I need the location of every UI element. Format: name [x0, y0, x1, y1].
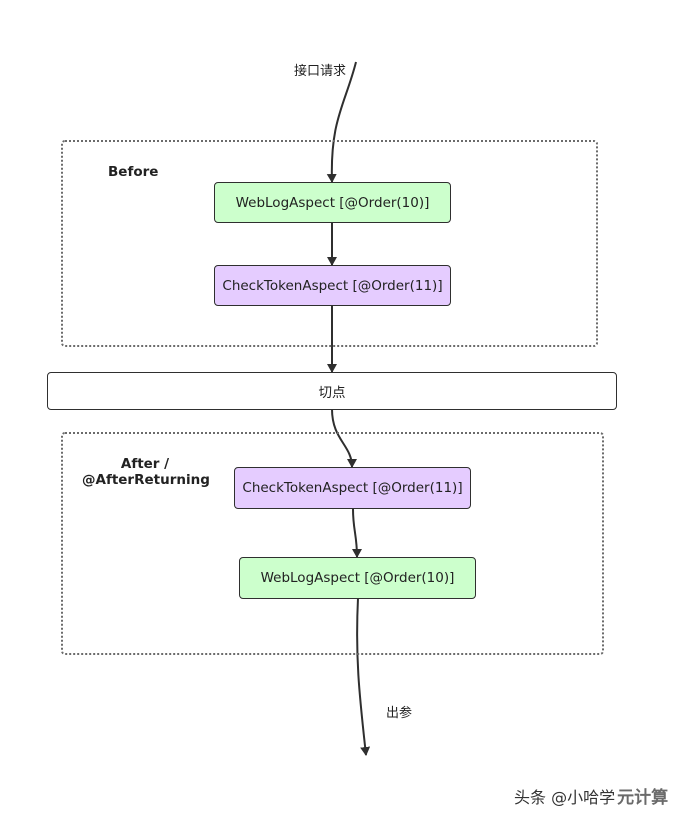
- pointcut-node[interactable]: 切点: [47, 372, 617, 410]
- edge-request-to-weblog: [326, 61, 357, 183]
- after-checktoken-aspect-node[interactable]: CheckTokenAspect [@Order(11)]: [234, 467, 471, 509]
- before-group-label: Before: [108, 164, 159, 180]
- watermark-brand: 元计算: [617, 788, 669, 808]
- after-weblog-aspect-node[interactable]: WebLogAspect [@Order(10)]: [239, 557, 476, 599]
- before-group: [61, 140, 598, 347]
- request-label: 接口请求: [294, 64, 347, 79]
- edge-weblog-to-output: [356, 597, 371, 756]
- edge-checktoken-to-weblog: [351, 508, 362, 558]
- pointcut-label: 切点: [318, 385, 346, 401]
- output-label: 出参: [386, 706, 413, 721]
- after-group-label: After / @AfterReturning: [82, 456, 210, 488]
- watermark-prefix: 头条 @小哈学: [514, 788, 616, 807]
- after-group: [61, 432, 604, 655]
- before-checktoken-aspect-node[interactable]: CheckTokenAspect [@Order(11)]: [214, 265, 451, 306]
- watermark: 头条 @小哈学元计算: [514, 783, 668, 808]
- after-group-label-line1: After /: [120, 456, 170, 472]
- edge-pointcut-to-checktoken: [331, 408, 357, 468]
- after-weblog-aspect-label: WebLogAspect [@Order(10)]: [260, 570, 455, 586]
- after-checktoken-aspect-label: CheckTokenAspect [@Order(11)]: [242, 480, 463, 496]
- before-weblog-aspect-node[interactable]: WebLogAspect [@Order(10)]: [214, 182, 451, 223]
- after-group-label-line2: @AfterReturning: [82, 472, 210, 488]
- before-weblog-aspect-label: WebLogAspect [@Order(10)]: [235, 194, 430, 211]
- before-checktoken-aspect-label: CheckTokenAspect [@Order(11)]: [222, 277, 443, 294]
